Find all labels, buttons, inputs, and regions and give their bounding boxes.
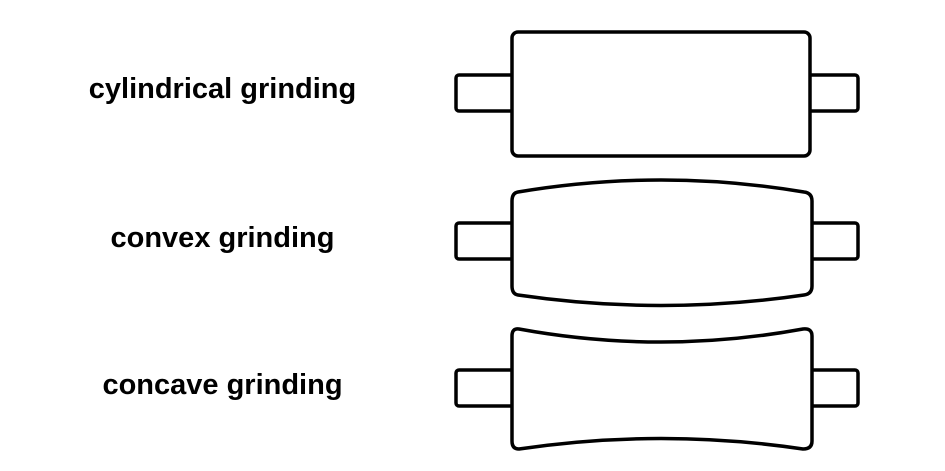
convex-right-journal xyxy=(804,221,860,261)
concave-roll-body xyxy=(510,327,814,451)
cylindrical-left-journal xyxy=(454,73,516,113)
convex-roll-diagram xyxy=(454,178,860,308)
concave-roll-diagram xyxy=(454,327,860,451)
concave-right-journal xyxy=(804,368,860,408)
convex-roll-body xyxy=(510,178,814,308)
cylindrical-roll-body xyxy=(510,30,812,158)
convex-grinding-label: convex grinding xyxy=(110,222,335,254)
cylindrical-grinding-label: cylindrical grinding xyxy=(88,73,357,105)
convex-left-journal xyxy=(454,221,516,261)
concave-left-journal xyxy=(454,368,516,408)
cylindrical-right-journal xyxy=(804,73,860,113)
cylindrical-roll-diagram xyxy=(454,30,860,158)
concave-grinding-label: concave grinding xyxy=(102,369,343,401)
